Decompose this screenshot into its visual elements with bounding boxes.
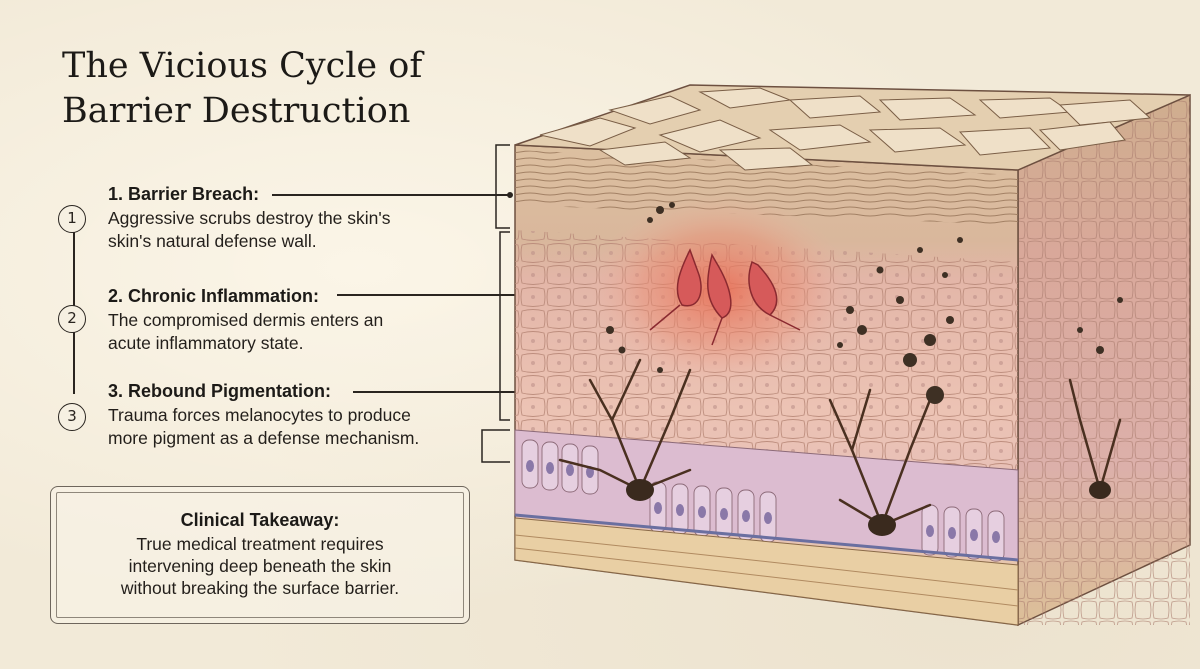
step-description-line: skin's natural defense wall.: [108, 231, 317, 251]
step-heading: 2. Chronic Inflammation:: [108, 286, 320, 306]
leader-line-1: [272, 192, 513, 197]
step-description-line: more pigment as a defense mechanism.: [108, 428, 420, 448]
melanocyte-body: [868, 514, 896, 536]
bracket-stratum-corneum: [495, 144, 510, 229]
bracket-epidermis: [499, 231, 510, 421]
takeaway-line: True medical treatment requires: [136, 534, 384, 554]
melanocytes: [558, 358, 1122, 527]
step-chronic-inflammation: 2. Chronic Inflammation: The compromised…: [108, 285, 478, 355]
layer-brackets: [481, 144, 510, 463]
skin-cross-section-icon: [514, 84, 1191, 627]
step-description: Trauma forces melanocytes to produce mor…: [108, 404, 478, 450]
step-description-line: Trauma forces melanocytes to produce: [108, 405, 411, 425]
takeaway-title: Clinical Takeaway:: [180, 510, 340, 530]
step-barrier-breach: 1. Barrier Breach: Aggressive scrubs des…: [108, 183, 478, 253]
step-description-line: Aggressive scrubs destroy the skin's: [108, 208, 391, 228]
step-marker-3: 3: [58, 403, 86, 431]
melanocyte-body: [1089, 481, 1111, 499]
step-marker-2: 2: [58, 305, 86, 333]
melanocyte-body: [626, 479, 654, 501]
step-description: Aggressive scrubs destroy the skin's ski…: [108, 207, 478, 253]
step-marker-1: 1: [58, 205, 86, 233]
dermis-layer: [514, 517, 1019, 626]
bracket-basal-layer: [481, 429, 510, 463]
step-rebound-pigmentation: 3. Rebound Pigmentation: Trauma forces m…: [108, 380, 478, 450]
takeaway-line: intervening deep beneath the skin: [128, 556, 392, 576]
step-description: The compromised dermis enters an acute i…: [108, 309, 478, 355]
takeaway-text: True medical treatment requires interven…: [51, 533, 469, 599]
takeaway-line: without breaking the surface barrier.: [120, 578, 400, 598]
title-line-2: Barrier Destruction: [62, 91, 411, 131]
step-description-line: acute inflammatory state.: [108, 333, 304, 353]
inflamed-vessels: [649, 248, 801, 346]
clinical-takeaway-box: Clinical Takeaway: True medical treatmen…: [50, 486, 470, 624]
skin-flakes: [539, 87, 1152, 171]
page-title: The Vicious Cycle of Barrier Destruction: [62, 44, 482, 134]
step-description-line: The compromised dermis enters an: [108, 310, 384, 330]
side-cells: [1018, 95, 1190, 625]
step-heading: 1. Barrier Breach:: [108, 184, 260, 204]
stratum-layers: [515, 150, 1018, 225]
title-line-1: The Vicious Cycle of: [62, 46, 423, 86]
step-heading: 3. Rebound Pigmentation:: [108, 381, 331, 401]
pigment-granules: [606, 202, 1123, 404]
